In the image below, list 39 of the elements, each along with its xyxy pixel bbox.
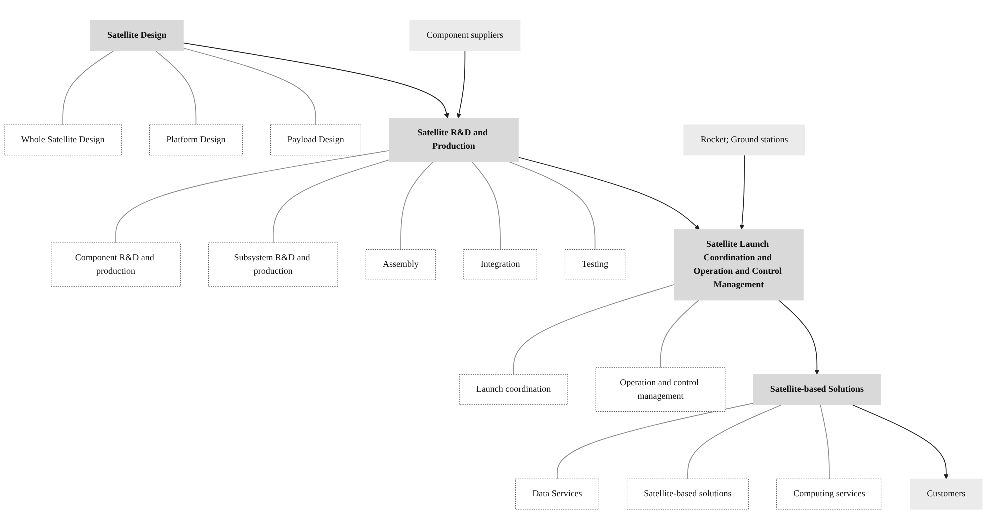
connector: [688, 404, 782, 480]
node-box: Component suppliers: [410, 20, 521, 52]
node-box: Integration: [464, 250, 538, 280]
node-box: Computing services: [776, 478, 882, 510]
node-box: Assembly: [366, 250, 436, 280]
connector: [62, 50, 115, 126]
node-box: Satellite Design: [90, 20, 184, 52]
connector: [557, 403, 754, 480]
node-box: Whole Satellite Design: [4, 124, 122, 156]
node-box: Satellite-based Solutions: [753, 374, 882, 406]
connector: [116, 150, 390, 244]
connector: [509, 162, 596, 250]
node-box: Satellite Launch Coordination and Operation and Control Management: [674, 229, 804, 301]
connector: [155, 50, 197, 126]
node-box: Satellite-based solutions: [627, 478, 749, 510]
node-box: Data Services: [515, 478, 600, 510]
connector: [272, 160, 390, 244]
arrow: [740, 154, 745, 230]
arrow: [852, 404, 949, 480]
arrow: [183, 42, 450, 119]
connector: [660, 300, 700, 368]
node-box: Customers: [910, 478, 983, 510]
connector: [183, 48, 316, 126]
arrow: [778, 300, 820, 375]
node-box: Operation and control management: [596, 368, 726, 412]
connector: [513, 284, 675, 376]
arrow: [518, 157, 700, 230]
connector: [820, 404, 830, 480]
node-box: Rocket; Ground stations: [684, 124, 806, 156]
connector: [400, 162, 434, 250]
node-box: Testing: [564, 250, 626, 280]
node-box: Satellite R&D and Production: [389, 118, 519, 162]
node-box: Payload Design: [270, 124, 362, 156]
connector: [472, 162, 501, 250]
node-box: Platform Design: [149, 124, 243, 156]
node-box: Launch coordination: [459, 374, 568, 406]
node-box: Component R&D and production: [51, 242, 181, 288]
node-box: Subsystem R&D and production: [208, 242, 338, 288]
arrow: [456, 50, 466, 119]
